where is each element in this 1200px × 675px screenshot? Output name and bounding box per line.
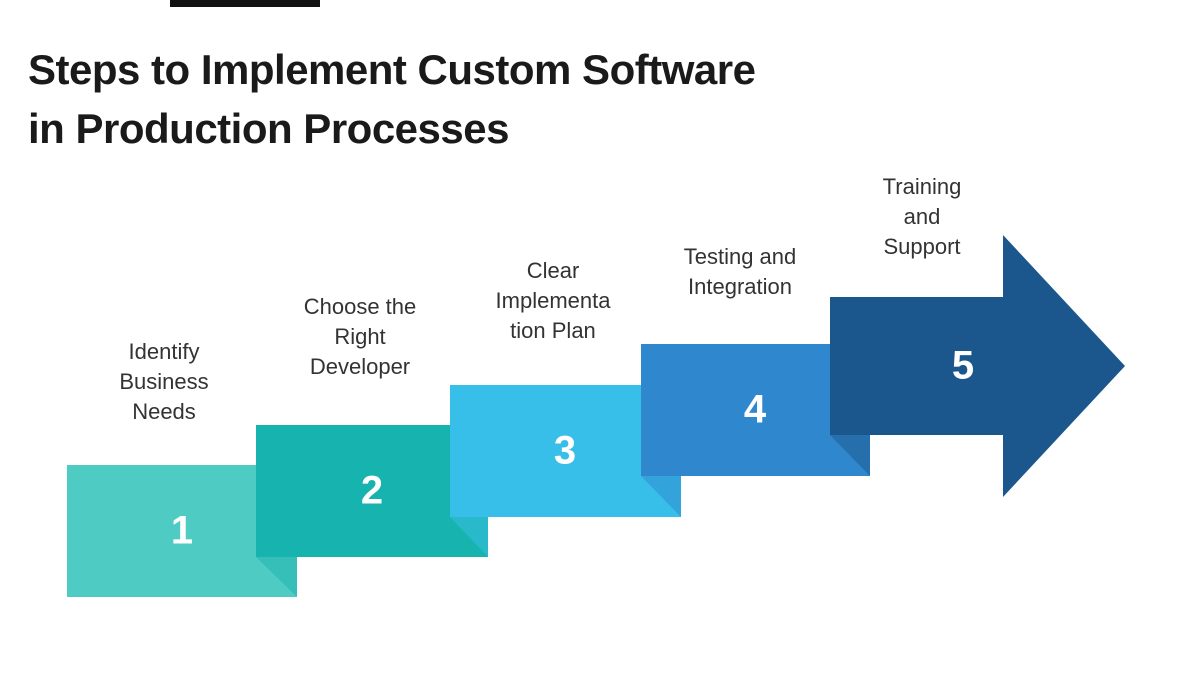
fold-shadow-2 (450, 517, 488, 557)
fold-shadow-4 (830, 435, 870, 476)
step-number-5: 5 (951, 343, 975, 388)
step-label-2: Choose the Right Developer (303, 294, 417, 379)
fold-shadow-3 (641, 476, 681, 517)
cropped-top-bar (170, 0, 320, 7)
step-label-5: Training and Support (882, 174, 962, 259)
step-number-4: 4 (743, 387, 767, 432)
step-label-4: Testing and Integration (683, 244, 797, 299)
step-label-1: Identify Business Needs (119, 339, 209, 424)
page-title: Steps to Implement Custom Software in Pr… (28, 46, 756, 152)
step-number-1: 1 (170, 508, 194, 553)
step-arrow-5 (830, 235, 1125, 497)
fold-shadow-1 (256, 557, 297, 597)
step-label-3: Clear Implementa tion Plan (495, 258, 611, 343)
step-number-3: 3 (553, 428, 577, 473)
step-number-2: 2 (360, 468, 384, 513)
step-block-2 (256, 425, 488, 557)
